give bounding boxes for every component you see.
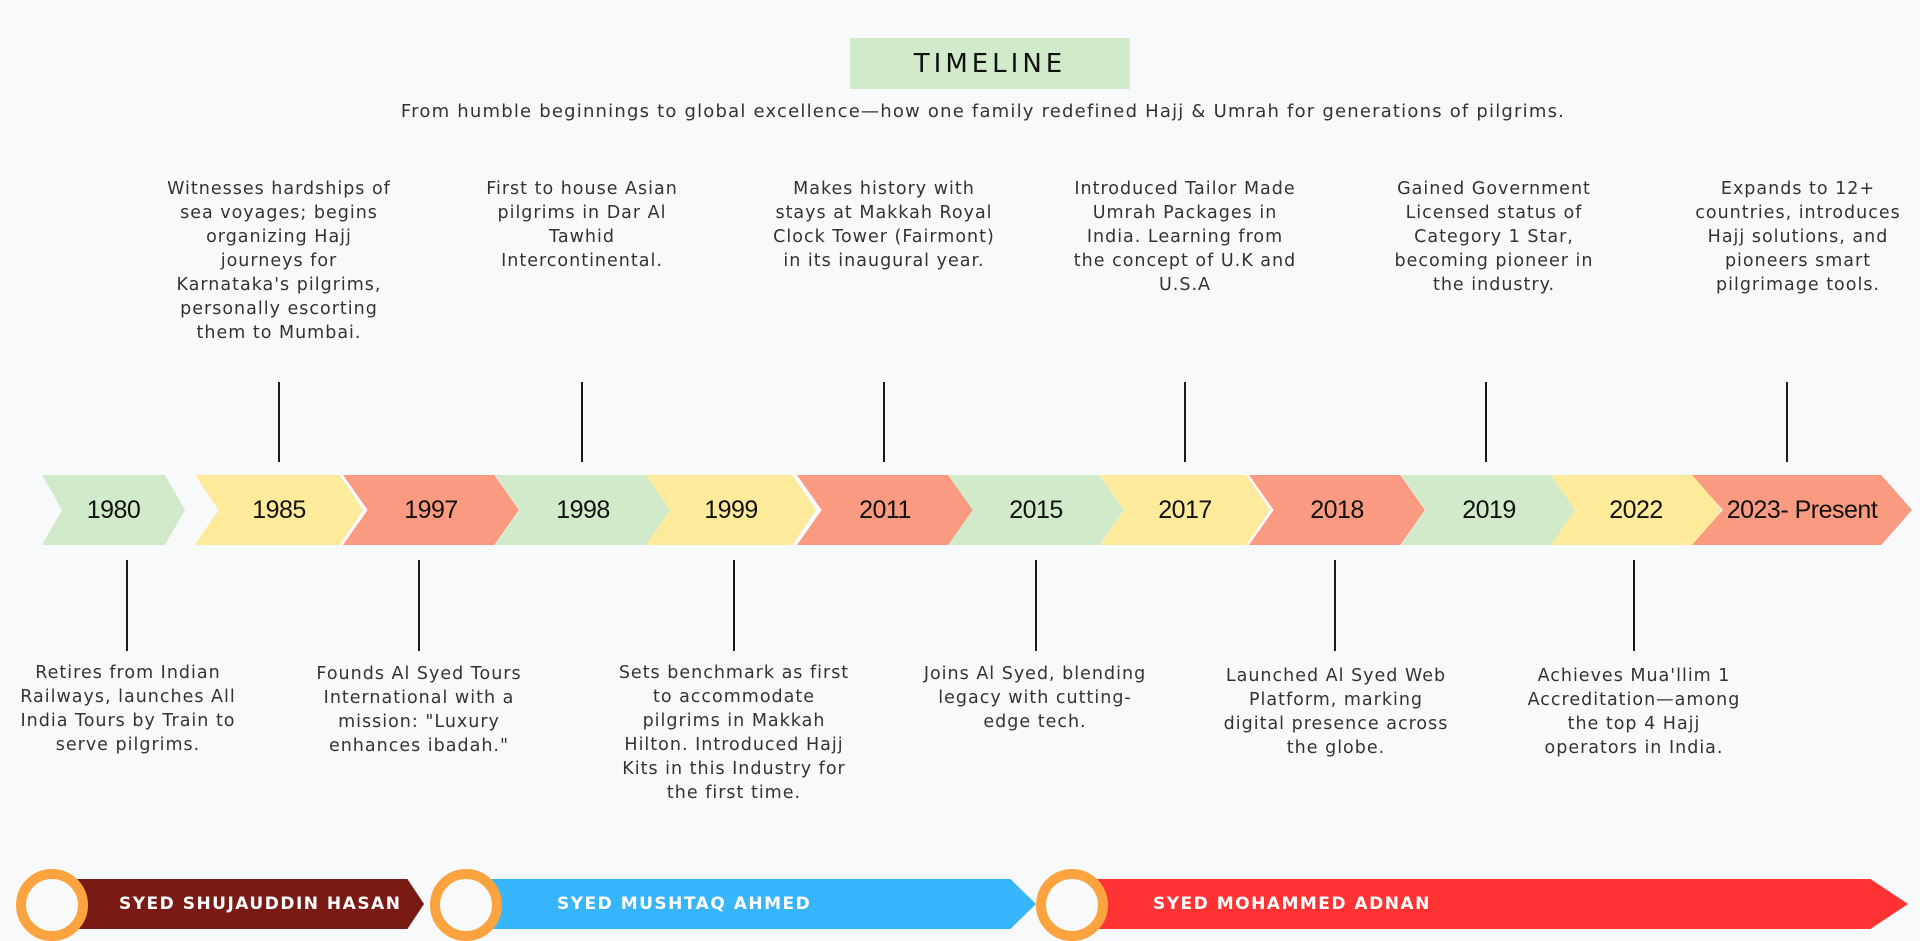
generation-band-3: SYED MOHAMMED ADNAN [1074,879,1908,929]
year-chevron-1998: 1998 [495,475,671,545]
year-label: 1985 [252,495,306,524]
connector-line [1184,382,1186,462]
generation-band-2: SYED MUSHTAQ AHMED [468,879,1036,929]
year-chevron-2017: 2017 [1100,475,1270,545]
connector-line [418,560,420,651]
year-label: 2023- Present [1726,495,1878,524]
year-label: 1998 [556,495,610,524]
page-title: TIMELINE [913,48,1067,79]
event-note-1999: Sets benchmark as first to accommodate p… [618,663,850,803]
connector-line [883,382,885,462]
event-note-2019: Gained Government Licensed status of Cat… [1394,179,1594,295]
year-chevron-2015: 2015 [948,475,1124,545]
event-note-2022: Achieves Mua'llim 1 Accreditation—among … [1527,666,1741,758]
generation-band-1: SYED SHUJAUDDIN HASAN [56,879,424,929]
year-label: 1999 [704,495,758,524]
event-note-2017: Introduced Tailor Made Umrah Packages in… [1073,179,1297,295]
generation-ring-icon [430,869,502,941]
year-label: 2011 [859,495,911,524]
event-note-2018: Launched Al Syed Web Platform, marking d… [1223,666,1449,758]
generation-name: SYED SHUJAUDDIN HASAN [119,894,402,914]
event-note-2023: Expands to 12+ countries, introduces Haj… [1695,179,1901,295]
event-note-1997: Founds Al Syed Tours International with … [316,664,522,756]
generation-ring-icon [16,869,88,941]
connector-line [278,382,280,462]
connector-line [581,382,583,462]
year-label: 1997 [404,495,458,524]
connector-line [1035,560,1037,651]
year-label: 2018 [1310,495,1364,524]
page-subtitle: From humble beginnings to global excelle… [400,101,1566,122]
year-chevron-2023-present: 2023- Present [1692,475,1912,545]
generation-name: SYED MOHAMMED ADNAN [1153,894,1431,914]
generation-ring-icon [1036,869,1108,941]
generation-name: SYED MUSHTAQ AHMED [557,894,812,914]
year-label: 2019 [1462,495,1516,524]
event-note-1985: Witnesses hardships of sea voyages; begi… [167,179,391,343]
year-chevron-2019: 2019 [1401,475,1577,545]
event-note-2015: Joins Al Syed, blending legacy with cutt… [923,664,1147,732]
year-chevron-2018: 2018 [1249,475,1425,545]
connector-line [126,560,128,651]
connector-line [733,560,735,651]
connector-line [1633,560,1635,651]
year-chevron-1985: 1985 [195,475,363,545]
year-chevron-1997: 1997 [343,475,519,545]
event-note-1980: Retires from Indian Railways, launches A… [20,663,236,755]
year-label: 2017 [1158,495,1212,524]
year-chevron-2011: 2011 [797,475,973,545]
connector-line [1786,382,1788,462]
year-chevron-2022: 2022 [1551,475,1721,545]
year-label: 2015 [1009,495,1063,524]
year-label: 1980 [86,495,141,524]
connector-line [1485,382,1487,462]
year-chevron-1999: 1999 [646,475,816,545]
event-note-2011: Makes history with stays at Makkah Royal… [773,179,995,271]
title-box: TIMELINE [850,38,1130,89]
year-chevron-1980: 1980 [42,475,185,545]
event-note-1998: First to house Asian pilgrims in Dar Al … [486,179,678,271]
year-label: 2022 [1609,495,1663,524]
connector-line [1334,560,1336,651]
